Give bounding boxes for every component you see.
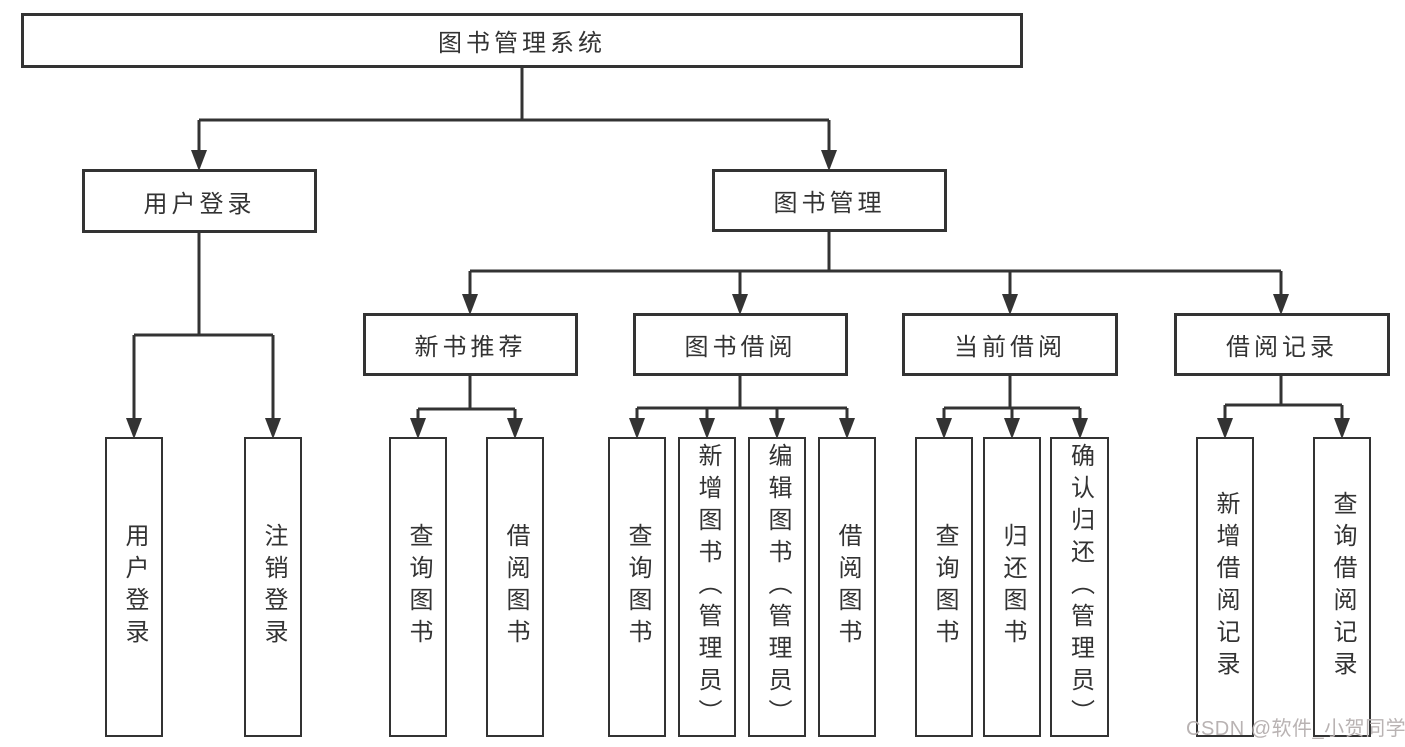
node-borrowing-records: 借阅记录 <box>1174 313 1390 376</box>
leaf-cb-confirm-return-admin: 确认归还（管理员） <box>1050 437 1109 737</box>
arrow-down-icons <box>126 150 1350 439</box>
leaf-br-add-borrow-record: 新增借阅记录 <box>1196 437 1254 737</box>
leaf-cb-query-books: 查询图书 <box>915 437 973 737</box>
node-library-management-system: 图书管理系统 <box>21 13 1023 68</box>
leaf-cb-return-books: 归还图书 <box>983 437 1041 737</box>
leaf-bb-edit-books-admin: 编辑图书（管理员） <box>748 437 806 737</box>
node-current-borrowing: 当前借阅 <box>902 313 1118 376</box>
node-new-book-recommendation: 新书推荐 <box>363 313 578 376</box>
leaf-bb-add-books-admin: 新增图书（管理员） <box>678 437 736 737</box>
node-book-borrowing: 图书借阅 <box>633 313 848 376</box>
leaf-user-login: 用户登录 <box>105 437 163 737</box>
node-book-management: 图书管理 <box>712 169 947 232</box>
watermark-text: CSDN @软件_小贺同学 <box>1186 718 1405 740</box>
leaf-nbr-borrow-books: 借阅图书 <box>486 437 544 737</box>
node-user-login: 用户登录 <box>82 169 317 233</box>
leaf-bb-borrow-books: 借阅图书 <box>818 437 876 737</box>
leaf-br-query-borrow-record: 查询借阅记录 <box>1313 437 1371 737</box>
leaf-logout: 注销登录 <box>244 437 302 737</box>
leaf-bb-query-books: 查询图书 <box>608 437 666 737</box>
leaf-nbr-query-books: 查询图书 <box>389 437 447 737</box>
